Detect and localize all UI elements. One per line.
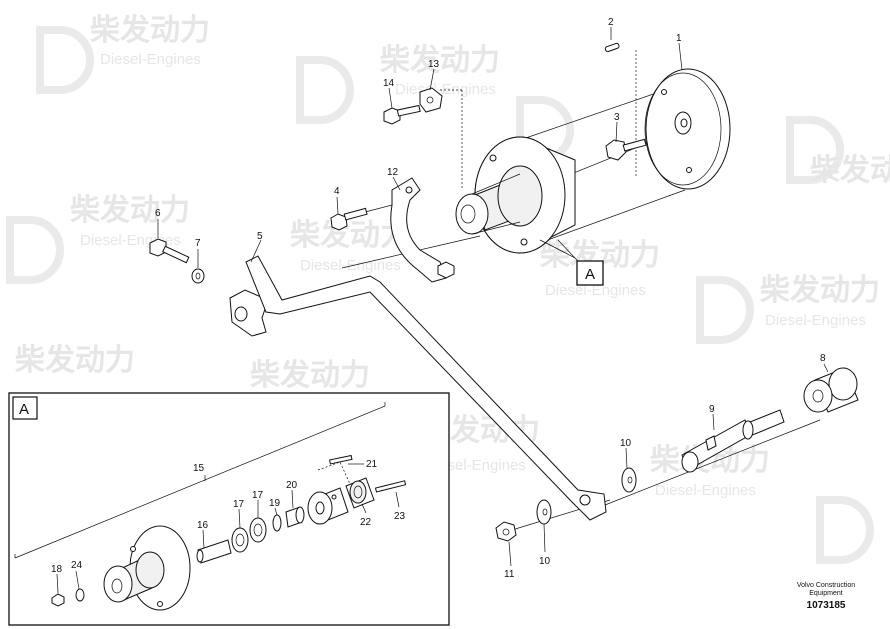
bolt-3	[605, 138, 647, 161]
watermark-brand-en: Diesel-Engines	[655, 482, 756, 499]
callout-19: 19	[269, 498, 281, 509]
callout-8: 8	[820, 353, 826, 364]
watermark-logo	[36, 26, 94, 94]
callout-24: 24	[71, 560, 83, 571]
watermark-brand-en: Diesel-Engines	[100, 51, 201, 68]
detail-connector	[345, 477, 375, 509]
watermark-brand: 柴发动力	[70, 193, 190, 228]
detail-flange	[103, 525, 191, 611]
callout-23: 23	[394, 511, 406, 522]
detail-bearing-b	[249, 517, 267, 543]
detail-label-box: A	[576, 260, 604, 286]
washer-10-upper	[621, 467, 637, 493]
detail-inset: A	[8, 392, 450, 626]
watermark-brand: 柴发动力	[90, 13, 210, 48]
detail-spacer	[285, 506, 305, 528]
washer-7	[191, 268, 205, 284]
callout-13: 13	[428, 59, 440, 70]
callout-10-upper: 10	[620, 438, 632, 449]
watermark-brand: 柴发动力	[15, 343, 135, 378]
nut-11	[495, 521, 517, 542]
callout-22: 22	[360, 517, 372, 528]
watermark-brand: 柴发动力	[290, 218, 410, 253]
watermark-brand: 柴发动力	[760, 273, 880, 308]
detail-ring	[272, 514, 282, 532]
watermark-logo	[786, 116, 844, 184]
detail-sensor-housing	[307, 487, 349, 525]
detail-screw-21	[317, 454, 353, 485]
control-rod	[229, 255, 607, 521]
callout-18: 18	[51, 564, 63, 575]
watermark-logo	[696, 276, 754, 344]
detail-leader-lines	[56, 463, 400, 594]
watermark-brand-en: Diesel-Engines	[425, 457, 526, 474]
clip-nut	[419, 87, 443, 113]
callout-9: 9	[709, 404, 715, 415]
leader-lines	[157, 27, 829, 567]
detail-frame	[8, 392, 450, 626]
detail-shaft	[196, 539, 232, 564]
callout-16: 16	[197, 520, 209, 531]
callout-10-lower: 10	[539, 556, 551, 567]
cover-plate	[644, 68, 731, 190]
ball-joint-pin	[681, 409, 785, 473]
watermark-logo	[816, 496, 874, 564]
caption: Volvo Construction Equipment 1073185	[797, 582, 855, 611]
sleeve	[803, 367, 859, 413]
callout-17-left: 17	[233, 499, 245, 510]
watermark-brand: 柴发动力	[810, 153, 890, 188]
callout-7: 7	[195, 238, 201, 249]
callout-3: 3	[614, 112, 620, 123]
callout-11: 11	[504, 569, 515, 580]
callout-1: 1	[676, 33, 682, 44]
callout-20: 20	[286, 480, 298, 491]
bolt-14	[383, 104, 421, 125]
detail-bearing-a	[231, 527, 249, 553]
washer-10-lower	[536, 499, 552, 525]
pin	[604, 42, 620, 53]
watermark-brand-en: Diesel-Engines	[545, 282, 646, 299]
watermark-brand: 柴发动力	[250, 358, 370, 393]
detail-box-label-frame	[12, 396, 38, 420]
callout-17-right: 17	[252, 490, 264, 501]
callout-2: 2	[608, 17, 614, 28]
caption-line-2: Equipment	[809, 590, 843, 597]
callout-6: 6	[155, 208, 161, 219]
drive-housing	[455, 136, 576, 259]
mounting-bracket	[390, 177, 455, 283]
watermark-logo	[6, 216, 64, 284]
caption-line-1: Volvo Construction	[797, 582, 855, 589]
callouts-main: 1 2 3 4 5 6 7 8 9 10 10 11 12 13 14	[155, 17, 826, 580]
watermark-brand: 柴发动力	[380, 43, 500, 78]
callout-21: 21	[366, 459, 378, 470]
callout-15: 15	[193, 463, 205, 474]
callout-5: 5	[257, 231, 263, 242]
detail-o-ring	[75, 588, 85, 602]
watermark-brand-en: Diesel-Engines	[765, 312, 866, 329]
callout-14: 14	[383, 78, 395, 89]
detail-label: A	[585, 266, 595, 283]
watermark-logo	[296, 56, 354, 124]
watermark-brand-en: Diesel-Engines	[300, 257, 401, 274]
bolt-6	[149, 238, 190, 264]
callout-12: 12	[387, 167, 399, 178]
watermark-brand-en: Diesel-Engines	[395, 81, 496, 98]
caption-number: 1073185	[807, 600, 846, 611]
detail-box-label: A	[19, 401, 29, 418]
detail-screw-23	[374, 480, 407, 493]
detail-screw-18	[51, 593, 65, 607]
callout-4: 4	[334, 186, 340, 197]
